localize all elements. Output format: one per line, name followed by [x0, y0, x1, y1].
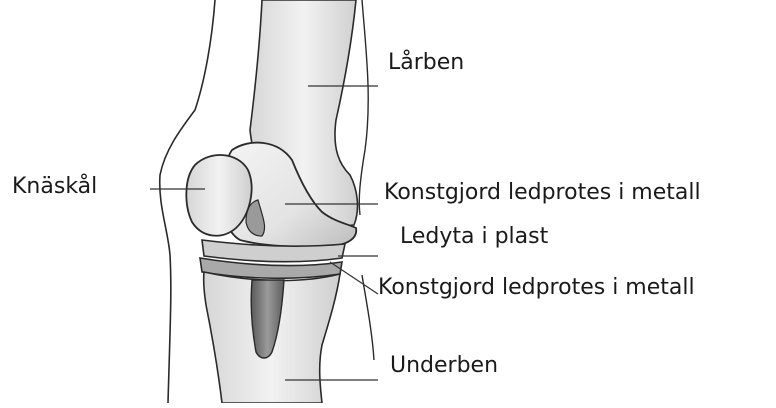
- label-femur: Lårben: [388, 52, 464, 74]
- label-plastic: Ledyta i plast: [400, 226, 548, 248]
- label-patella: Knäskål: [12, 176, 97, 198]
- label-metal-lower: Konstgjord ledprotes i metall: [378, 277, 695, 299]
- label-metal-upper: Konstgjord ledprotes i metall: [384, 182, 701, 204]
- leg-contour-right: [359, 0, 374, 360]
- label-tibia: Underben: [390, 355, 498, 377]
